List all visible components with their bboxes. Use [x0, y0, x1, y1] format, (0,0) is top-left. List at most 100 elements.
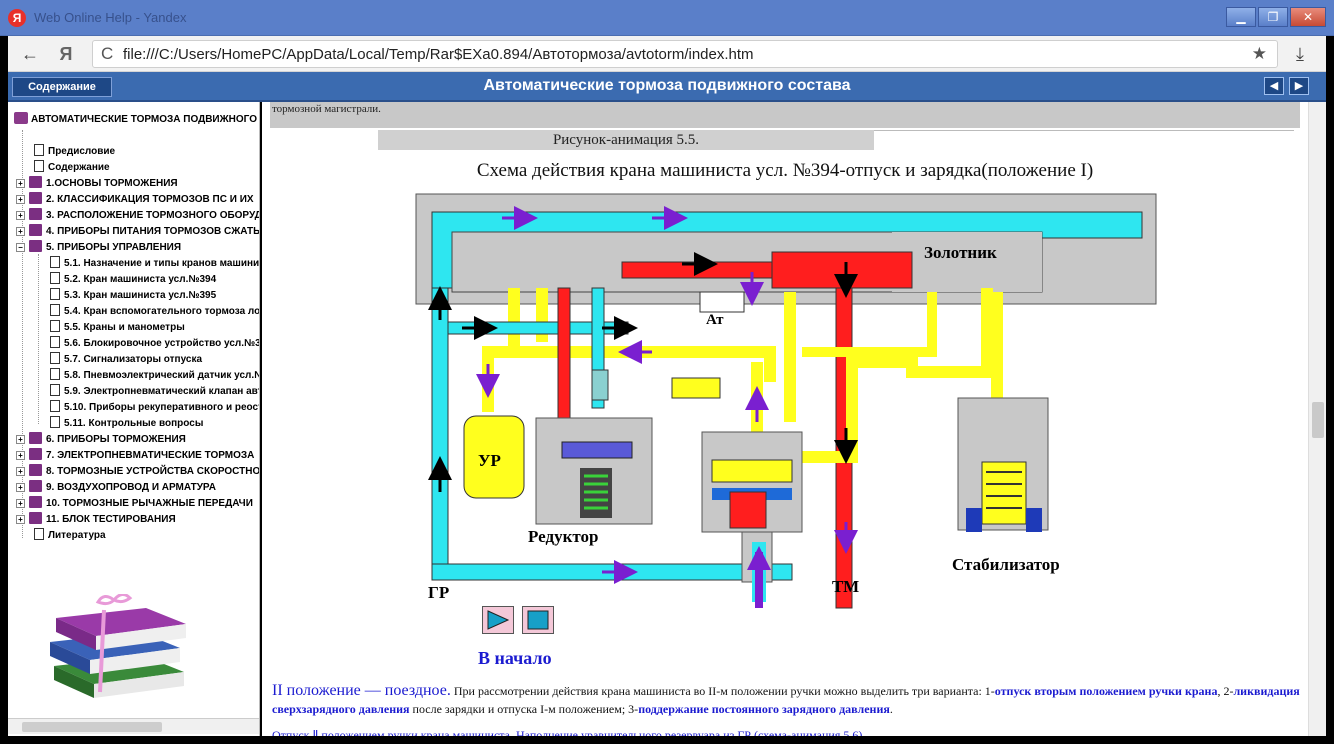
content-vertical-scrollbar[interactable]	[1308, 102, 1326, 736]
sidebar-item[interactable]: +6. ПРИБОРЫ ТОРМОЖЕНИЯ	[16, 432, 186, 448]
expand-icon[interactable]: +	[16, 211, 25, 220]
label-ur: УР	[478, 451, 501, 470]
yandex-logo-icon[interactable]: Я	[59, 44, 73, 64]
window-title: Web Online Help - Yandex	[34, 10, 187, 25]
stop-button[interactable]	[522, 606, 554, 634]
sidebar-item[interactable]: 5.9. Электропневматический клапан автост…	[50, 384, 259, 400]
previous-text: тормозной магистрали.	[272, 103, 381, 115]
sidebar-item[interactable]: +10. ТОРМОЗНЫЕ РЫЧАЖНЫЕ ПЕРЕДАЧИ	[16, 496, 253, 512]
sidebar-item[interactable]: +9. ВОЗДУХОПРОВОД И АРМАТУРА	[16, 480, 216, 496]
sidebar-item-label: 11. БЛОК ТЕСТИРОВАНИЯ	[46, 514, 176, 525]
sidebar-item[interactable]: +8. ТОРМОЗНЫЕ УСТРОЙСТВА СКОРОСТНОГО	[16, 464, 259, 480]
next-paragraph-fragment: Отпуск Ⅱ положением ручки крана машинист…	[272, 728, 863, 736]
document-icon	[50, 384, 60, 396]
expand-icon[interactable]: +	[16, 467, 25, 476]
document-icon	[50, 272, 60, 284]
sidebar-item-label: Содержание	[48, 162, 110, 173]
link-release-position-2[interactable]: отпуск вторым положением ручки крана	[994, 684, 1218, 698]
prev-page-button[interactable]: ◀	[1264, 77, 1284, 95]
expand-icon[interactable]: +	[16, 195, 25, 204]
expand-icon[interactable]: +	[16, 179, 25, 188]
collapse-icon[interactable]: −	[16, 243, 25, 252]
help-header: Автоматические тормоза подвижного состав…	[8, 72, 1326, 102]
sidebar-item[interactable]: Содержание	[34, 160, 110, 176]
help-title: Автоматические тормоза подвижного состав…	[483, 77, 851, 94]
scrollbar-thumb[interactable]	[1312, 402, 1324, 438]
expand-icon[interactable]: +	[16, 515, 25, 524]
sidebar-item-label: 5.10. Приборы рекуперативного и реостатн…	[64, 402, 259, 413]
sidebar-item-label: 5.3. Кран машиниста усл.№395	[64, 290, 217, 301]
document-icon	[34, 144, 44, 156]
download-icon[interactable]: ⤓	[1296, 44, 1304, 64]
minimize-button[interactable]: ▁	[1226, 7, 1256, 27]
url-text[interactable]: file:///C:/Users/HomePC/AppData/Local/Te…	[123, 46, 754, 63]
book-icon	[29, 512, 42, 524]
sidebar-item[interactable]: 5.6. Блокировочное устройство усл.№367	[50, 336, 260, 352]
back-arrow-icon[interactable]: ←	[21, 44, 39, 64]
diagram-title: Схема действия крана машиниста усл. №394…	[476, 160, 1094, 181]
sidebar-item[interactable]: 5.2. Кран машиниста усл.№394	[50, 272, 216, 288]
sidebar-item[interactable]: +4. ПРИБОРЫ ПИТАНИЯ ТОРМОЗОВ СЖАТЫМ	[16, 224, 260, 240]
play-button[interactable]	[482, 606, 514, 634]
back-to-start-link[interactable]: В начало	[478, 648, 552, 668]
sidebar-item[interactable]: Предисловие	[34, 144, 115, 160]
tree-root[interactable]: АВТОМАТИЧЕСКИЕ ТОРМОЗА ПОДВИЖНОГО СОСТАВ…	[14, 112, 259, 125]
sidebar-horizontal-scrollbar[interactable]	[8, 718, 259, 734]
expand-icon[interactable]: +	[16, 451, 25, 460]
label-at-top: Ат	[706, 312, 724, 328]
document-icon	[34, 528, 44, 540]
link-overcharge-elimination[interactable]: ликвидация сверхзарядного давления	[272, 684, 1300, 716]
expand-icon[interactable]: +	[16, 483, 25, 492]
link-constant-pressure[interactable]: поддержание постоянного зарядного давлен…	[638, 702, 890, 716]
sidebar-item[interactable]: +2. КЛАССИФИКАЦИЯ ТОРМОЗОВ ПС И ИХ	[16, 192, 254, 208]
sidebar-item-label: Литература	[48, 530, 106, 541]
label-tm: ТМ	[832, 577, 859, 596]
document-icon	[50, 416, 60, 428]
bookmark-star-icon[interactable]: ★	[1251, 44, 1267, 63]
sidebar-item[interactable]: 5.10. Приборы рекуперативного и реостатн…	[50, 400, 259, 416]
browser-toolbar: ← Я C file:///C:/Users/HomePC/AppData/Lo…	[8, 36, 1326, 72]
sidebar-item[interactable]: 5.5. Краны и манометры	[50, 320, 185, 336]
label-zolotnik: Золотник	[924, 243, 997, 262]
scrollbar-thumb[interactable]	[22, 722, 162, 732]
expand-icon[interactable]: +	[16, 435, 25, 444]
document-icon	[50, 288, 60, 300]
label-reduktor: Редуктор	[528, 527, 598, 546]
next-page-button[interactable]: ▶	[1289, 77, 1309, 95]
contents-button[interactable]: Содержание	[12, 77, 112, 97]
sidebar-item[interactable]: 5.7. Сигнализаторы отпуска	[50, 352, 202, 368]
tree-connector	[38, 254, 39, 424]
sidebar-item[interactable]: +11. БЛОК ТЕСТИРОВАНИЯ	[16, 512, 176, 528]
sidebar-item[interactable]: +3. РАСПОЛОЖЕНИЕ ТОРМОЗНОГО ОБОРУДОВАНИЯ	[16, 208, 259, 224]
close-button[interactable]: ✕	[1290, 7, 1326, 27]
sidebar-item[interactable]: 5.8. Пневмоэлектрический датчик усл.№418	[50, 368, 259, 384]
reload-icon[interactable]: C	[101, 44, 114, 63]
book-icon	[29, 240, 42, 252]
sidebar-item-label: 5.9. Электропневматический клапан автост…	[64, 386, 259, 397]
sidebar-item[interactable]: Литература	[34, 528, 106, 544]
sidebar-item[interactable]: 5.11. Контрольные вопросы	[50, 416, 203, 432]
sidebar-item[interactable]: −5. ПРИБОРЫ УПРАВЛЕНИЯ	[16, 240, 181, 256]
sidebar-item[interactable]: 5.3. Кран машиниста усл.№395	[50, 288, 216, 304]
sidebar-item[interactable]: +7. ЭЛЕКТРОПНЕВМАТИЧЕСКИЕ ТОРМОЗА	[16, 448, 254, 464]
book-icon	[29, 432, 42, 444]
play-icon	[487, 610, 510, 630]
sidebar-item-label: 4. ПРИБОРЫ ПИТАНИЯ ТОРМОЗОВ СЖАТЫМ	[46, 226, 260, 237]
tree-connector	[22, 130, 23, 538]
expand-icon[interactable]: +	[16, 227, 25, 236]
address-bar[interactable]: C file:///C:/Users/HomePC/AppData/Local/…	[92, 40, 1278, 68]
open-book-icon	[14, 112, 28, 124]
sidebar-item-label: 5.11. Контрольные вопросы	[64, 418, 204, 429]
sidebar-item[interactable]: 5.4. Кран вспомогательного тормоза локом…	[50, 304, 259, 320]
main-content: тормозной магистрали. Рисунок-анимация 5…	[262, 102, 1308, 736]
stop-icon	[527, 610, 549, 630]
sidebar-item-label: 5.6. Блокировочное устройство усл.№367	[64, 338, 260, 349]
document-icon	[50, 304, 60, 316]
contents-sidebar: АВТОМАТИЧЕСКИЕ ТОРМОЗА ПОДВИЖНОГО СОСТАВ…	[8, 102, 260, 736]
expand-icon[interactable]: +	[16, 499, 25, 508]
sidebar-item-label: 5.8. Пневмоэлектрический датчик усл.№418	[64, 370, 259, 381]
book-icon	[29, 448, 42, 460]
sidebar-item[interactable]: +1.ОСНОВЫ ТОРМОЖЕНИЯ	[16, 176, 178, 192]
maximize-button[interactable]: ❐	[1258, 7, 1288, 27]
sidebar-item[interactable]: 5.1. Назначение и типы кранов машиниста	[50, 256, 259, 272]
